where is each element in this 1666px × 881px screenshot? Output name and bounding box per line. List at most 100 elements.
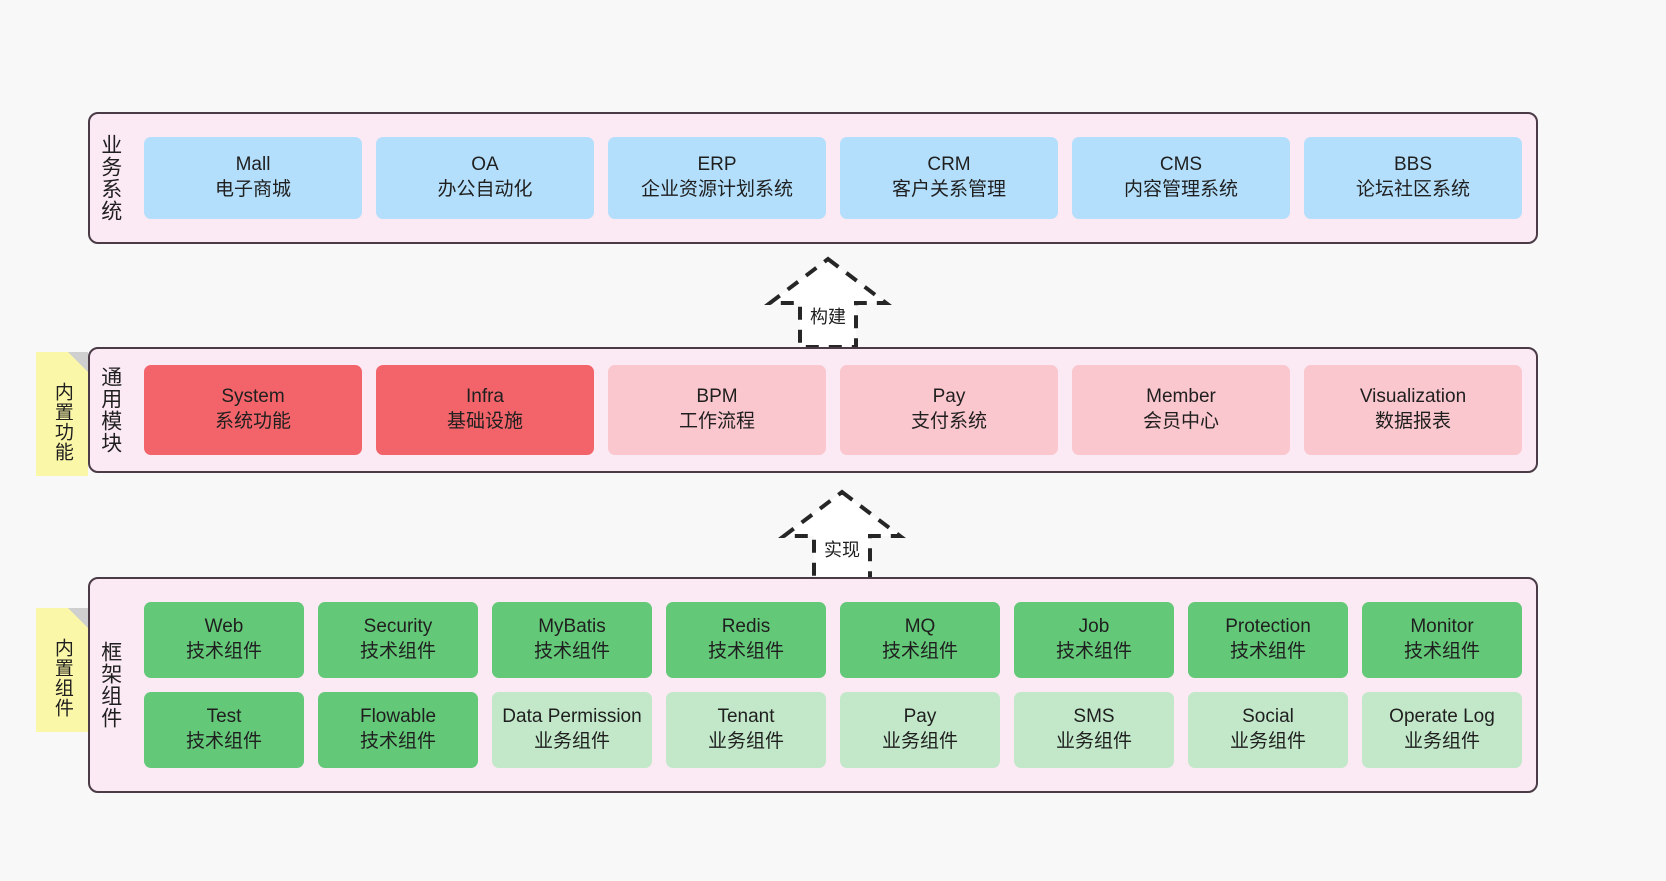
node-name-en: Operate Log bbox=[1389, 706, 1495, 728]
node-oa[interactable]: OA 办公自动化 bbox=[376, 137, 594, 219]
node-name-cn: 基础设施 bbox=[446, 411, 523, 432]
node-name-en: Tenant bbox=[717, 706, 775, 728]
layer-business-systems: 业务系统 Mall 电子商城 OA 办公自动化 ERP 企业资源计划系统 CRM 客户关系管理… bbox=[88, 112, 1538, 244]
node-name-en: Pay bbox=[932, 386, 966, 408]
node-bpm[interactable]: BPM 工作流程 bbox=[608, 365, 826, 455]
node-name-cn: 业务组件 bbox=[1403, 731, 1480, 752]
node-crm[interactable]: CRM 客户关系管理 bbox=[840, 137, 1058, 219]
sticky-note-builtin-components-label: 内置组件 bbox=[51, 638, 73, 718]
node-tenant[interactable]: Tenant 业务组件 bbox=[666, 692, 826, 768]
node-name-cn: 业务组件 bbox=[1229, 731, 1306, 752]
node-name-en: MQ bbox=[904, 616, 936, 638]
node-visualization[interactable]: Visualization 数据报表 bbox=[1304, 365, 1522, 455]
node-member[interactable]: Member 会员中心 bbox=[1072, 365, 1290, 455]
node-name-en: Flowable bbox=[359, 706, 437, 728]
node-data-permission[interactable]: Data Permission 业务组件 bbox=[492, 692, 652, 768]
node-name-en: OA bbox=[471, 154, 499, 176]
node-name-cn: 工作流程 bbox=[678, 411, 755, 432]
node-name-cn: 技术组件 bbox=[185, 731, 262, 752]
sticky-note-builtin-components: 内置组件 bbox=[36, 608, 88, 732]
node-redis[interactable]: Redis 技术组件 bbox=[666, 602, 826, 678]
node-flowable[interactable]: Flowable 技术组件 bbox=[318, 692, 478, 768]
node-operate-log[interactable]: Operate Log 业务组件 bbox=[1362, 692, 1522, 768]
sticky-fold-icon bbox=[68, 352, 88, 372]
node-name-en: Monitor bbox=[1410, 616, 1474, 638]
node-name-cn: 技术组件 bbox=[1055, 641, 1132, 662]
node-erp[interactable]: ERP 企业资源计划系统 bbox=[608, 137, 826, 219]
node-pay[interactable]: Pay 支付系统 bbox=[840, 365, 1058, 455]
layer-title-modules: 通用模块 bbox=[98, 366, 122, 454]
node-name-cn: 内容管理系统 bbox=[1123, 179, 1238, 200]
node-name-en: Web bbox=[204, 616, 244, 638]
node-name-en: Visualization bbox=[1359, 386, 1467, 408]
node-name-cn: 企业资源计划系统 bbox=[640, 179, 793, 200]
node-name-en: Mall bbox=[235, 154, 271, 176]
layer-body-business: Mall 电子商城 OA 办公自动化 ERP 企业资源计划系统 CRM 客户关系管理 CMS 内容… bbox=[130, 114, 1536, 242]
node-mq[interactable]: MQ 技术组件 bbox=[840, 602, 1000, 678]
connector-build: 构建 bbox=[753, 255, 903, 351]
node-job[interactable]: Job 技术组件 bbox=[1014, 602, 1174, 678]
connector-build-shape bbox=[764, 256, 892, 349]
node-mall[interactable]: Mall 电子商城 bbox=[144, 137, 362, 219]
node-name-en: Redis bbox=[721, 616, 771, 638]
sticky-fold-icon bbox=[68, 608, 88, 628]
node-test[interactable]: Test 技术组件 bbox=[144, 692, 304, 768]
node-name-en: Infra bbox=[465, 386, 505, 408]
node-name-en: SMS bbox=[1073, 706, 1115, 728]
node-social[interactable]: Social 业务组件 bbox=[1188, 692, 1348, 768]
sticky-note-builtin-features-label: 内置功能 bbox=[51, 382, 73, 462]
node-name-en: Security bbox=[363, 616, 433, 638]
node-name-cn: 技术组件 bbox=[533, 641, 610, 662]
node-name-cn: 业务组件 bbox=[881, 731, 958, 752]
node-name-en: CRM bbox=[927, 154, 971, 176]
node-monitor[interactable]: Monitor 技术组件 bbox=[1362, 602, 1522, 678]
node-name-cn: 技术组件 bbox=[1403, 641, 1480, 662]
node-name-cn: 数据报表 bbox=[1374, 411, 1451, 432]
node-name-cn: 技术组件 bbox=[707, 641, 784, 662]
node-mybatis[interactable]: MyBatis 技术组件 bbox=[492, 602, 652, 678]
node-name-cn: 会员中心 bbox=[1142, 411, 1219, 432]
node-name-cn: 客户关系管理 bbox=[891, 179, 1006, 200]
node-name-en: Job bbox=[1078, 616, 1110, 638]
node-sms[interactable]: SMS 业务组件 bbox=[1014, 692, 1174, 768]
layer-title-framework: 框架组件 bbox=[98, 641, 122, 729]
node-name-cn: 业务组件 bbox=[707, 731, 784, 752]
node-name-en: Social bbox=[1242, 706, 1294, 728]
node-name-cn: 技术组件 bbox=[185, 641, 262, 662]
node-name-en: Protection bbox=[1225, 616, 1311, 638]
connector-implement-shape bbox=[778, 489, 906, 582]
node-infra[interactable]: Infra 基础设施 bbox=[376, 365, 594, 455]
node-name-cn: 业务组件 bbox=[533, 731, 610, 752]
node-name-en: BBS bbox=[1393, 154, 1433, 176]
node-name-cn: 办公自动化 bbox=[437, 179, 533, 200]
node-name-en: Member bbox=[1146, 386, 1216, 408]
node-cms[interactable]: CMS 内容管理系统 bbox=[1072, 137, 1290, 219]
sticky-note-builtin-features: 内置功能 bbox=[36, 352, 88, 476]
node-name-cn: 支付系统 bbox=[910, 411, 987, 432]
node-name-en: ERP bbox=[697, 154, 737, 176]
node-name-cn: 电子商城 bbox=[214, 179, 291, 200]
node-name-en: Test bbox=[206, 706, 242, 728]
node-name-en: Data Permission bbox=[502, 706, 642, 728]
node-name-en: MyBatis bbox=[538, 616, 606, 638]
connector-implement: 实现 bbox=[767, 488, 917, 584]
node-name-cn: 技术组件 bbox=[359, 731, 436, 752]
node-name-en: BPM bbox=[696, 386, 738, 408]
layer-title-business: 业务系统 bbox=[98, 134, 122, 222]
node-name-cn: 业务组件 bbox=[1055, 731, 1132, 752]
node-name-en: CMS bbox=[1159, 154, 1203, 176]
node-name-cn: 技术组件 bbox=[881, 641, 958, 662]
node-name-en: System bbox=[221, 386, 285, 408]
node-web[interactable]: Web 技术组件 bbox=[144, 602, 304, 678]
